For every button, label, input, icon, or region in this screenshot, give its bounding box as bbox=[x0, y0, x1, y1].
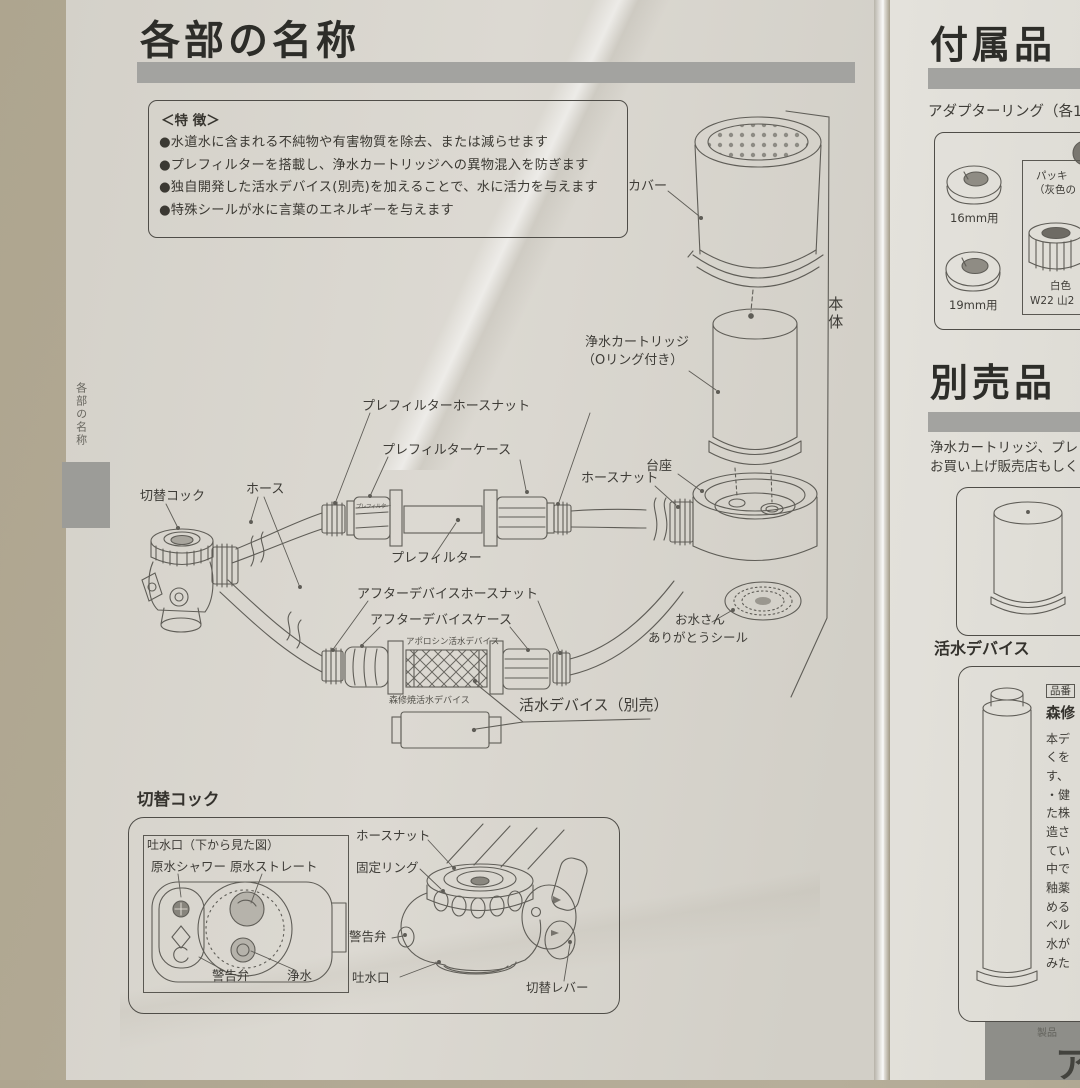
brand-label: 森修 bbox=[1046, 706, 1075, 722]
label-cock-hose-nut: ホースナット bbox=[356, 828, 431, 843]
label-purified-water: 浄水 bbox=[287, 968, 313, 983]
desc-line: みた bbox=[1046, 956, 1071, 970]
accessories-box bbox=[934, 132, 1080, 330]
desc-line: た株 bbox=[1046, 806, 1071, 820]
label-ring-19: 19mm用 bbox=[949, 298, 998, 312]
cock-section-heading: 切替コック bbox=[137, 790, 220, 809]
separate-title: 別売品 bbox=[930, 361, 1057, 405]
part-no-label: 品番 bbox=[1046, 684, 1075, 699]
feature-item: ●プレフィルターを搭載し、浄水カートリッジへの異物混入を防ぎます bbox=[159, 157, 589, 173]
after-device-assembly bbox=[219, 579, 684, 695]
accessories-rule bbox=[928, 68, 1080, 89]
label-nut-spec: W22 山2 bbox=[1030, 295, 1075, 307]
label-pedestal: 台座 bbox=[646, 459, 673, 474]
switch-cock-drawing bbox=[141, 528, 239, 633]
label-prefilter-hose-nut: プレフィルターホースナット bbox=[362, 399, 531, 414]
outlet-view-box bbox=[143, 835, 349, 993]
separate-text-1: 浄水カートリッジ、プレフィ bbox=[930, 440, 1080, 456]
label-switch-cock: 切替コック bbox=[140, 489, 206, 504]
label-seal-2: ありがとうシール bbox=[648, 630, 749, 645]
footer-large-char: ア bbox=[1055, 1045, 1080, 1086]
desc-line: 造さ bbox=[1046, 825, 1071, 839]
accessories-title: 付属品 bbox=[930, 23, 1057, 67]
base-drawing bbox=[669, 467, 818, 562]
label-body: 本体 bbox=[826, 296, 845, 332]
label-switch-lever: 切替レバー bbox=[526, 980, 589, 995]
footer-small-text: 製品 bbox=[1037, 1028, 1057, 1039]
label-kassui-separate: 活水デバイス（別売） bbox=[519, 696, 669, 714]
side-tab-marker bbox=[62, 462, 110, 528]
label-after-case: アフターデバイスケース bbox=[370, 613, 512, 628]
features-heading: ＜特 徴＞ bbox=[161, 113, 220, 129]
desc-line: 本デ bbox=[1046, 732, 1071, 746]
label-hose-nut: ホースナット bbox=[581, 471, 659, 486]
label-packing-1: パッキ bbox=[1036, 170, 1068, 182]
features-box: ＜特 徴＞ ●水道水に含まれる不純物や有害物質を除去、または減らせます ●プレフ… bbox=[148, 100, 628, 238]
desc-line: 中で bbox=[1046, 862, 1071, 876]
seal-drawing bbox=[724, 581, 802, 621]
separate-cartridge-drawing bbox=[990, 501, 1066, 615]
shinshu-device-drawing bbox=[391, 682, 651, 749]
label-fixing-ring: 固定リング bbox=[356, 860, 419, 875]
adapter-ring-label: アダプターリング（各1 bbox=[928, 104, 1080, 120]
side-tab-label: 各部の名称 bbox=[74, 382, 88, 447]
feature-item: ●特殊シールが水に言葉のエネルギーを与えます bbox=[159, 202, 455, 218]
label-outlet: 吐水口 bbox=[352, 970, 390, 985]
page-title: 各部の名称 bbox=[140, 18, 360, 64]
desc-line: てい bbox=[1046, 844, 1071, 858]
label-warning-valve-right: 警告弁 bbox=[349, 929, 387, 944]
print-prefilter-case: プレフィルター bbox=[356, 504, 391, 510]
feature-item: ●独自開発した活水デバイス(別売)を加えることで、水に活力を与えます bbox=[159, 180, 599, 195]
label-warning-valve-left: 警告弁 bbox=[212, 968, 250, 983]
desc-line: 水が bbox=[1046, 937, 1071, 951]
cartridge-drawing bbox=[708, 308, 802, 465]
label-raw-shower: 原水シャワー bbox=[151, 859, 227, 874]
label-ring-16: 16mm用 bbox=[950, 211, 999, 225]
label-outlet-view: 吐水口（下から見た図） bbox=[147, 838, 280, 852]
leader-lines bbox=[165, 190, 735, 655]
label-packing-2: （灰色の bbox=[1034, 184, 1076, 196]
kassui-device-drawing bbox=[976, 687, 1038, 988]
desc-line: くを bbox=[1046, 750, 1071, 764]
desc-line: す、 bbox=[1046, 769, 1070, 783]
packing-box bbox=[1022, 160, 1080, 315]
page-fold-crease bbox=[874, 0, 890, 1080]
exploded-view bbox=[141, 110, 1080, 988]
separate-rule bbox=[928, 412, 1080, 432]
desc-line: める bbox=[1046, 900, 1071, 914]
print-apollon-device: アポロシン活水デバイス bbox=[406, 637, 500, 647]
print-shinshu-device: 森修焼活水デバイス bbox=[389, 696, 470, 706]
label-cartridge: 浄水カートリッジ bbox=[585, 335, 690, 350]
adapter-rings-drawing bbox=[945, 141, 1080, 292]
separate-box bbox=[956, 487, 1080, 636]
label-hose: ホース bbox=[246, 482, 285, 497]
label-seal-1: お水さん bbox=[675, 612, 726, 627]
desc-line: 釉薬 bbox=[1046, 881, 1071, 895]
label-prefilter: プレフィルター bbox=[391, 551, 482, 566]
label-prefilter-case: プレフィルターケース bbox=[382, 443, 512, 458]
outlet-bottom-view bbox=[151, 873, 347, 983]
feature-item: ●水道水に含まれる不純物や有害物質を除去、または減らせます bbox=[159, 135, 549, 150]
footer-block bbox=[985, 1022, 1080, 1080]
cover-drawing bbox=[687, 116, 824, 319]
cock-section-box bbox=[128, 817, 620, 1014]
cock-side-view bbox=[391, 823, 588, 982]
desc-line: ・健 bbox=[1046, 788, 1071, 802]
prefilter-assembly bbox=[231, 489, 668, 567]
body-bracket bbox=[785, 110, 830, 698]
label-after-hose-nut: アフターデバイスホースナット bbox=[357, 587, 538, 602]
separate-text-2: お買い上げ販売店もしく bbox=[930, 459, 1079, 475]
title-rule bbox=[137, 62, 855, 83]
desc-line: ベル bbox=[1046, 918, 1071, 932]
label-cartridge-2: （Oリング付き） bbox=[582, 353, 684, 368]
label-raw-straight: 原水ストレート bbox=[230, 859, 318, 874]
kassui-device-box bbox=[958, 666, 1080, 1022]
kassui-device-title: 活水デバイス bbox=[934, 639, 1030, 658]
label-cover: カバー bbox=[628, 179, 668, 194]
label-nut-white: 白色 bbox=[1050, 280, 1071, 292]
